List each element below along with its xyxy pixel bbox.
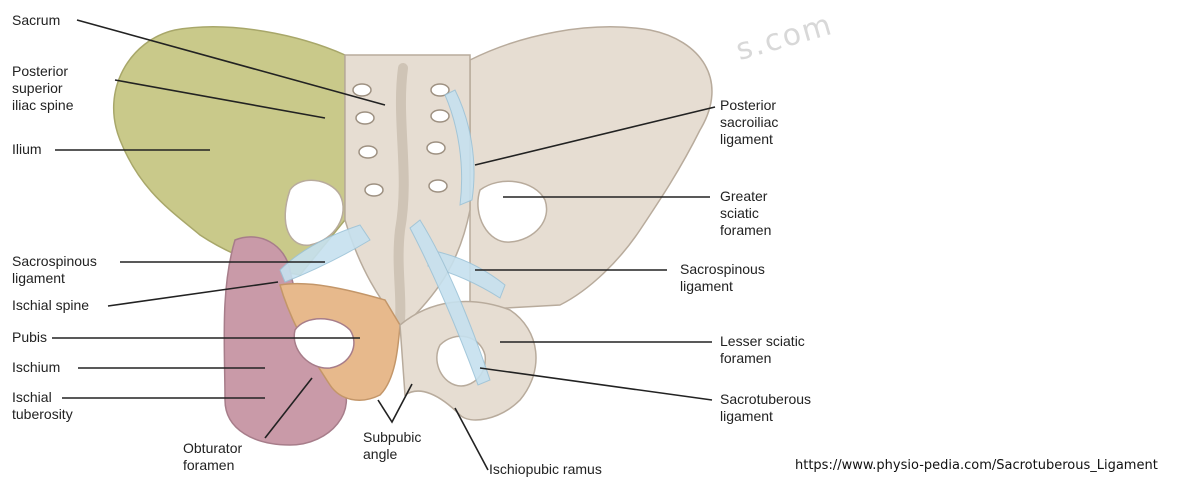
label-ischial-tuberosity: Ischial tuberosity — [12, 389, 73, 423]
label-subpubic-angle: Subpubic angle — [363, 429, 421, 463]
label-ischial-spine: Ischial spine — [12, 297, 89, 314]
label-lesser-sciatic-foramen: Lesser sciatic foramen — [720, 333, 805, 367]
sacral-crest — [399, 68, 404, 320]
label-sacrospinous-left: Sacrospinous ligament — [12, 253, 97, 287]
label-sacrotuberous-ligament: Sacrotuberous ligament — [720, 391, 811, 425]
label-ilium: Ilium — [12, 141, 42, 158]
label-greater-sciatic-foramen: Greater sciatic foramen — [720, 188, 771, 239]
label-posterior-superior-iliac-spine: Posterior superior iliac spine — [12, 63, 73, 114]
source-url: https://www.physio-pedia.com/Sacrotubero… — [795, 458, 1158, 473]
right-ilium — [470, 27, 712, 310]
label-sacrum: Sacrum — [12, 12, 60, 29]
label-pubis: Pubis — [12, 329, 47, 346]
label-sacrospinous-right: Sacrospinous ligament — [680, 261, 765, 295]
label-posterior-sacroiliac-ligament: Posterior sacroiliac ligament — [720, 97, 778, 148]
label-ischiopubic-ramus: Ischiopubic ramus — [489, 461, 602, 478]
label-obturator-foramen: Obturator foramen — [183, 440, 242, 474]
label-ischium: Ischium — [12, 359, 60, 376]
